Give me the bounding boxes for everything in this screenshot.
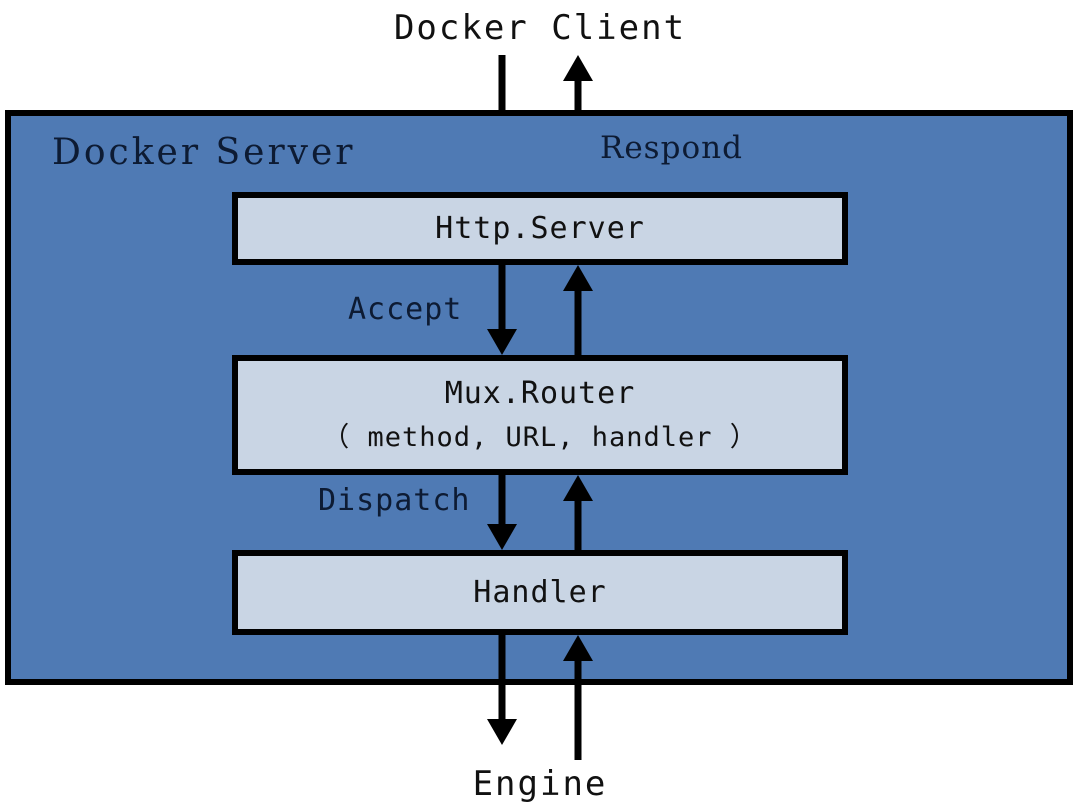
arrow-shaft (498, 635, 506, 719)
engine-label: Engine (472, 764, 608, 804)
node-handler[interactable]: Handler (232, 550, 848, 635)
arrow-shaft (498, 265, 506, 329)
node-mux-router-title: Mux.Router (444, 376, 636, 411)
arrow-muxrouter-to-handler (487, 475, 517, 550)
arrow-head-up-icon (563, 55, 593, 81)
arrow-engine-to-handler (563, 635, 593, 760)
arrow-shaft (498, 475, 506, 524)
arrow-muxrouter-to-httpserver (563, 265, 593, 355)
node-http-server-title: Http.Server (435, 211, 645, 246)
arrow-head-down-icon (487, 719, 517, 745)
docker-server-label: Docker Server (52, 132, 356, 173)
docker-client-label: Docker Client (393, 8, 687, 48)
arrow-head-up-icon (563, 635, 593, 661)
edge-label-dispatch: Dispatch (318, 483, 471, 518)
node-handler-title: Handler (473, 575, 607, 610)
edge-label-accept: Accept (348, 292, 463, 327)
node-mux-router[interactable]: Mux.Router （ method, URL, handler ） (232, 355, 848, 475)
arrow-httpserver-to-muxrouter (487, 265, 517, 355)
node-http-server[interactable]: Http.Server (232, 192, 848, 265)
arrow-head-up-icon (563, 475, 593, 501)
arrow-shaft (574, 501, 582, 550)
node-mux-router-subtitle: （ method, URL, handler ） (322, 422, 758, 453)
arrow-head-down-icon (487, 524, 517, 550)
arrow-handler-to-engine (487, 635, 517, 745)
arrow-head-up-icon (563, 265, 593, 291)
arrow-handler-to-muxrouter (563, 475, 593, 550)
arrow-shaft (574, 661, 582, 760)
arrow-shaft (574, 291, 582, 355)
arrow-head-down-icon (487, 329, 517, 355)
edge-label-respond: Respond (600, 130, 743, 166)
